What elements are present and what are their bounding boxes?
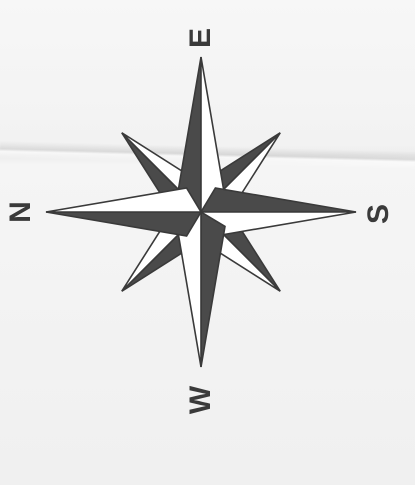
- rose-arm-left-dark-half: [46, 212, 201, 236]
- compass-label-bottom: W: [184, 385, 217, 414]
- rose-arm-right-dark-half: [201, 188, 356, 212]
- compass-label-top: E: [184, 28, 217, 48]
- compass-rose-star: [46, 57, 356, 367]
- compass-label-left: N: [4, 201, 37, 223]
- rose-arm-left-light-half: [46, 188, 201, 212]
- rose-arm-bottom-dark-half: [201, 212, 225, 367]
- compass-label-right: S: [362, 204, 395, 224]
